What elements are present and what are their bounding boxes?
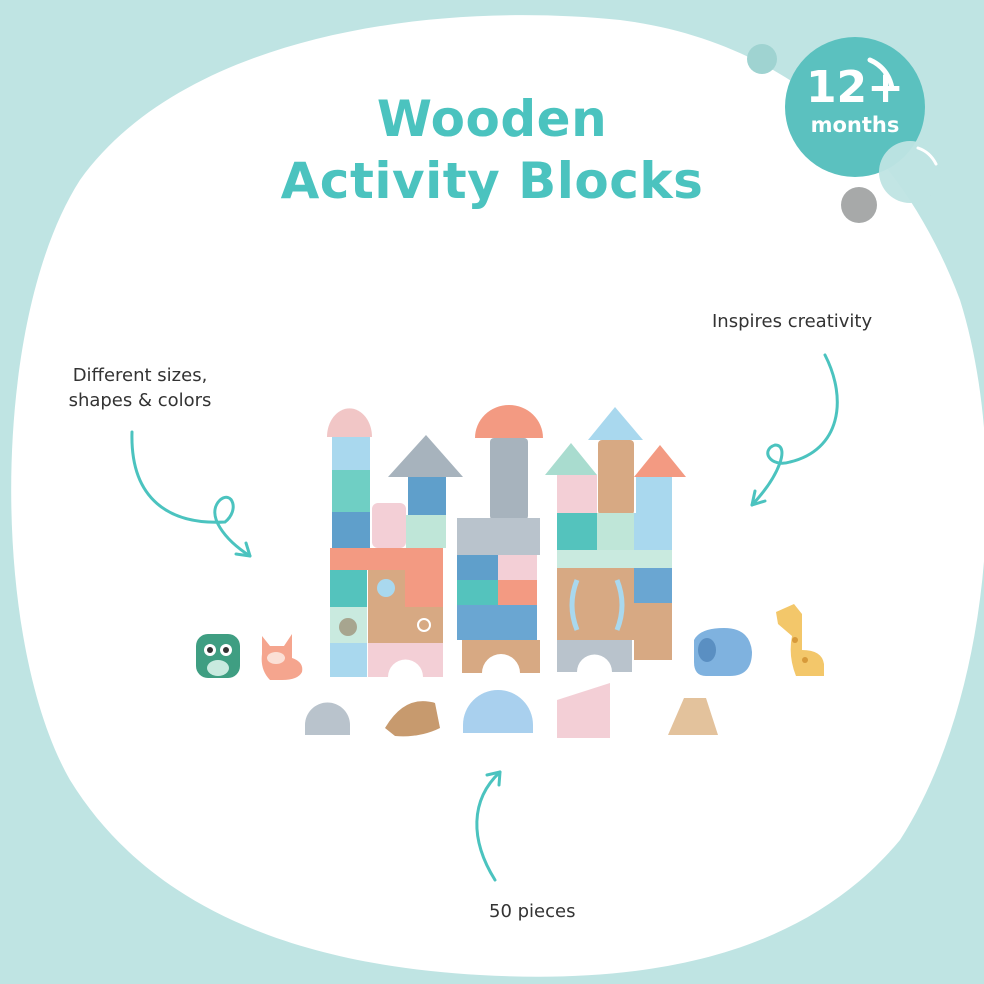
loose-blocks (305, 683, 718, 738)
title-line-1: Wooden (376, 90, 608, 148)
middle-block-tower (457, 405, 543, 673)
callout-50-pieces: 50 pieces (489, 901, 576, 922)
arrow-right-icon (750, 353, 839, 507)
fox-figure (261, 634, 303, 680)
bubble-grey-icon (841, 187, 877, 223)
age-badge-circle (785, 37, 925, 177)
age-badge-number: 12+ (805, 62, 905, 113)
callout-left-line-2: shapes & colors (68, 390, 212, 411)
callout-sizes-shapes: Different sizes, shapes & colors (50, 363, 230, 413)
arrow-bottom-icon (475, 770, 502, 882)
right-block-tower (545, 407, 686, 672)
title-line-2: Activity Blocks (280, 152, 704, 210)
elephant-figure (694, 628, 752, 676)
bubble-small-icon (747, 44, 777, 74)
bubble-large-icon (879, 141, 941, 203)
arrow-left-icon (130, 430, 252, 558)
age-badge-unit: months (810, 113, 900, 137)
page-title: Wooden Activity Blocks (0, 88, 984, 212)
callout-inspires-creativity: Inspires creativity (712, 311, 873, 332)
owl-figure (196, 634, 240, 678)
giraffe-figure (776, 604, 824, 676)
left-block-tower (327, 408, 463, 677)
callout-left-line-1: Different sizes, (72, 365, 208, 386)
